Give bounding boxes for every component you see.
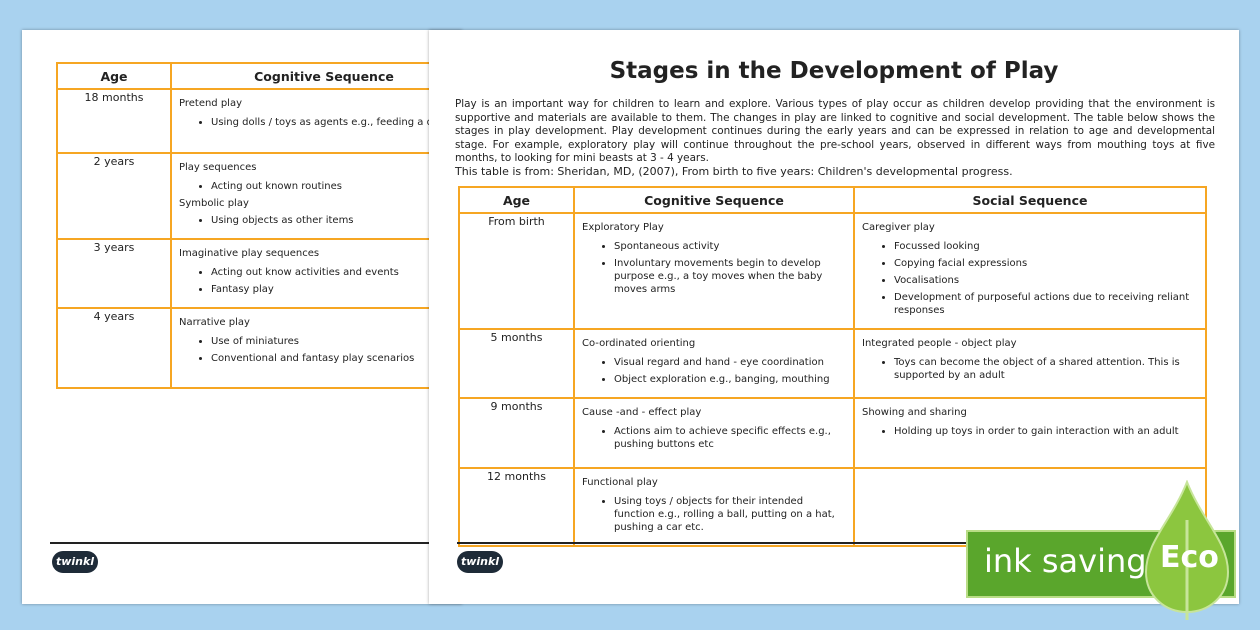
- cell-content: Integrated people - object playToys can …: [856, 331, 1204, 392]
- cognitive-cell: Co-ordinated orientingVisual regard and …: [573, 328, 855, 399]
- stage-item: Toys can become the object of a shared a…: [894, 356, 1198, 382]
- cell-content: Co-ordinated orientingVisual regard and …: [576, 331, 852, 396]
- cell-content: Imaginative play sequencesActing out kno…: [173, 241, 462, 306]
- age-cell: 2 years: [56, 152, 172, 240]
- stage-item: Using dolls / toys as agents e.g., feedi…: [211, 116, 462, 129]
- cognitive-cell: Functional playUsing toys / objects for …: [573, 467, 855, 547]
- cell-content: Exploratory PlaySpontaneous activityInvo…: [576, 215, 852, 306]
- cell-content: Cause -and - effect playActions aim to a…: [576, 400, 852, 461]
- eco-label: Eco: [1160, 540, 1219, 575]
- header-cognitive-sequence: Cognitive Sequence: [170, 62, 462, 90]
- cognitive-cell: Play sequencesActing out known routinesS…: [170, 152, 462, 240]
- intro-paragraph: Play is an important way for children to…: [455, 98, 1215, 165]
- footer-divider: [457, 542, 1207, 544]
- stage-item: Acting out know activities and events: [211, 266, 462, 279]
- stage-heading: Showing and sharing: [862, 407, 967, 418]
- stage-heading: Imaginative play sequences: [179, 248, 320, 259]
- stage-item: Copying facial expressions: [894, 257, 1198, 270]
- stage-heading: Integrated people - object play: [862, 338, 1017, 349]
- stage-heading: Exploratory Play: [582, 222, 664, 233]
- age-cell: 18 months: [56, 88, 172, 154]
- stage-heading: Cause -and - effect play: [582, 407, 702, 418]
- header-social-sequence: Social Sequence: [853, 186, 1207, 214]
- stage-item: Acting out known routines: [211, 180, 462, 193]
- play-stages-table: Age Cognitive Sequence Social Sequence F…: [458, 186, 1207, 547]
- stage-list: Toys can become the object of a shared a…: [862, 356, 1198, 382]
- social-cell: Showing and sharingHolding up toys in or…: [853, 397, 1207, 469]
- cell-content: Pretend playUsing dolls / toys as agents…: [173, 91, 462, 139]
- stage-list: Holding up toys in order to gain interac…: [862, 425, 1198, 438]
- eco-leaf-icon: [1144, 480, 1230, 620]
- stage-list: Visual regard and hand - eye coordinatio…: [582, 356, 846, 386]
- stage-list: Using toys / objects for their intended …: [582, 495, 846, 534]
- page-title: Stages in the Development of Play: [609, 58, 1059, 84]
- age-cell: From birth: [458, 212, 575, 330]
- cognitive-cell: Imaginative play sequencesActing out kno…: [170, 238, 462, 309]
- source-citation: This table is from: Sheridan, MD, (2007)…: [455, 165, 1013, 178]
- stage-list: Use of miniaturesConventional and fantas…: [179, 335, 462, 365]
- social-cell: Integrated people - object playToys can …: [853, 328, 1207, 399]
- stage-item: Fantasy play: [211, 283, 462, 296]
- stage-item: Focussed looking: [894, 240, 1198, 253]
- footer-divider: [50, 542, 462, 544]
- cognitive-cell: Cause -and - effect playActions aim to a…: [573, 397, 855, 469]
- stage-item: Actions aim to achieve specific effects …: [614, 425, 846, 451]
- stage-list: Actions aim to achieve specific effects …: [582, 425, 846, 451]
- social-cell: Caregiver playFocussed lookingCopying fa…: [853, 212, 1207, 330]
- stage-list: Spontaneous activityInvoluntary movement…: [582, 240, 846, 296]
- stage-item: Use of miniatures: [211, 335, 462, 348]
- age-cell: 12 months: [458, 467, 575, 547]
- age-cell: 9 months: [458, 397, 575, 469]
- header-age: Age: [56, 62, 172, 90]
- cell-content: Narrative playUse of miniaturesConventio…: [173, 310, 462, 375]
- stage-list: Acting out know activities and eventsFan…: [179, 266, 462, 296]
- cell-content: Functional playUsing toys / objects for …: [576, 470, 852, 544]
- stage-item: Vocalisations: [894, 274, 1198, 287]
- age-cell: 4 years: [56, 307, 172, 389]
- stage-item: Using toys / objects for their intended …: [614, 495, 846, 534]
- cell-content: Showing and sharingHolding up toys in or…: [856, 400, 1204, 448]
- cell-content: Play sequencesActing out known routinesS…: [173, 155, 462, 237]
- stage-heading: Symbolic play: [179, 198, 249, 209]
- header-age: Age: [458, 186, 575, 214]
- age-cell: 5 months: [458, 328, 575, 399]
- twinkl-logo: twinkl: [457, 551, 503, 573]
- cognitive-cell: Pretend playUsing dolls / toys as agents…: [170, 88, 462, 154]
- stage-item: Using objects as other items: [211, 214, 462, 227]
- header-cognitive-sequence: Cognitive Sequence: [573, 186, 855, 214]
- cell-content: Caregiver playFocussed lookingCopying fa…: [856, 215, 1204, 327]
- stage-list: Acting out known routines: [179, 180, 462, 193]
- cognitive-cell: Narrative playUse of miniaturesConventio…: [170, 307, 462, 389]
- age-cell: 3 years: [56, 238, 172, 309]
- stage-heading: Pretend play: [179, 98, 243, 109]
- stage-item: Conventional and fantasy play scenarios: [211, 352, 462, 365]
- stage-item: Visual regard and hand - eye coordinatio…: [614, 356, 846, 369]
- stage-heading: Functional play: [582, 477, 658, 488]
- cognitive-cell: Exploratory PlaySpontaneous activityInvo…: [573, 212, 855, 330]
- stage-item: Spontaneous activity: [614, 240, 846, 253]
- stage-list: Focussed lookingCopying facial expressio…: [862, 240, 1198, 317]
- stage-list: Using dolls / toys as agents e.g., feedi…: [179, 116, 462, 129]
- twinkl-logo: twinkl: [52, 551, 98, 573]
- stage-list: Using objects as other items: [179, 214, 462, 227]
- ink-saving-label: ink saving: [984, 542, 1147, 580]
- stage-heading: Play sequences: [179, 162, 257, 173]
- stage-item: Object exploration e.g., banging, mouthi…: [614, 373, 846, 386]
- stage-item: Holding up toys in order to gain interac…: [894, 425, 1198, 438]
- front-worksheet-page: Stages in the Development of Play Play i…: [429, 30, 1239, 604]
- stage-heading: Co-ordinated orienting: [582, 338, 696, 349]
- stage-heading: Narrative play: [179, 317, 250, 328]
- stage-heading: Caregiver play: [862, 222, 935, 233]
- stage-item: Development of purposeful actions due to…: [894, 291, 1198, 317]
- stage-item: Involuntary movements begin to develop p…: [614, 257, 846, 296]
